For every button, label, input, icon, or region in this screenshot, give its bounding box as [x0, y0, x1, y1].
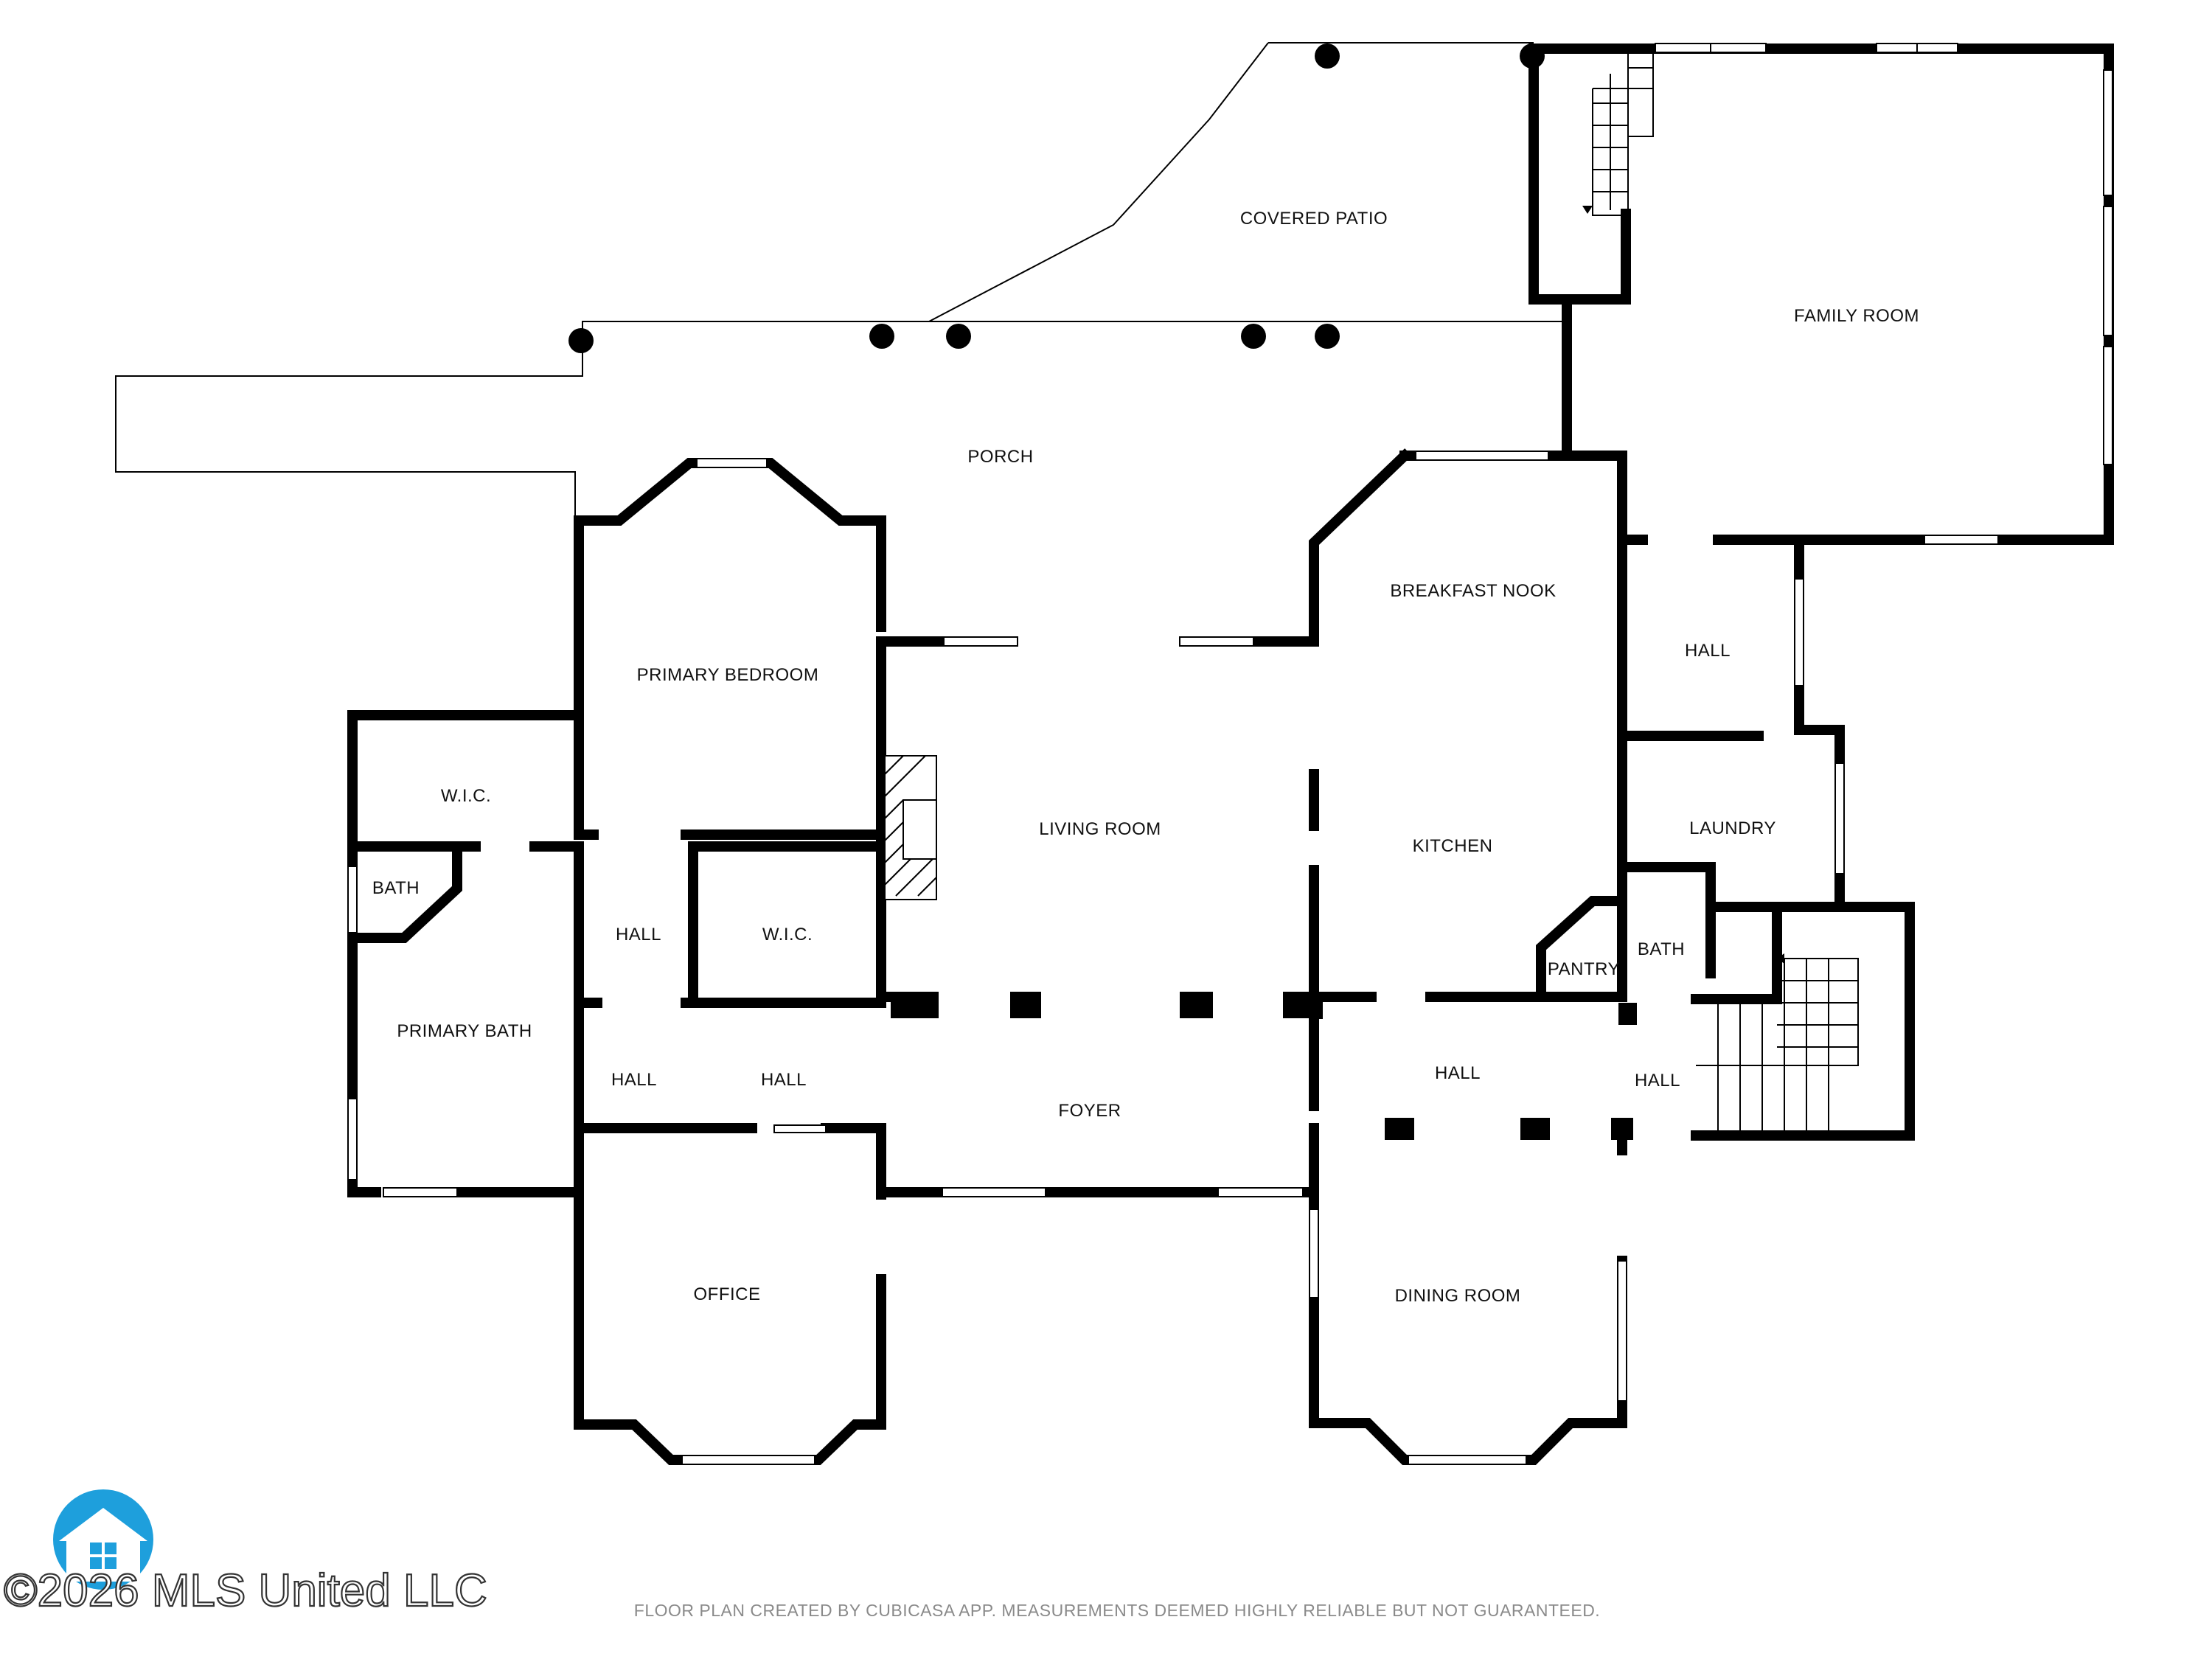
label-living-room: LIVING ROOM: [1039, 819, 1161, 839]
label-hall-lower-center: HALL: [1435, 1063, 1481, 1083]
foyer-columns: [891, 992, 1637, 1140]
room-labels: COVERED PATIO FAMILY ROOM PORCH PRIMARY …: [372, 209, 1919, 1306]
label-dining-room: DINING ROOM: [1395, 1286, 1521, 1306]
label-hall-lower-right: HALL: [1635, 1071, 1680, 1091]
label-hall-lower-b: HALL: [761, 1070, 807, 1090]
label-wic-center: W.I.C.: [762, 925, 813, 945]
label-office: OFFICE: [694, 1284, 761, 1304]
copyright-watermark: ©2026 MLS United LLC: [4, 1565, 487, 1616]
label-bath-right: BATH: [1638, 939, 1685, 959]
label-foyer: FOYER: [1058, 1101, 1121, 1121]
windows: [347, 43, 2113, 1465]
label-hall-upper-right: HALL: [1685, 641, 1731, 661]
label-wic-left: W.I.C.: [441, 786, 491, 806]
label-breakfast-nook: BREAKFAST NOOK: [1390, 581, 1556, 601]
label-porch: PORCH: [967, 447, 1033, 467]
label-primary-bath: PRIMARY BATH: [397, 1021, 532, 1041]
fireplace: [884, 755, 937, 900]
mls-logo-icon: [53, 1489, 153, 1590]
stairs-lower: [1696, 953, 1859, 1135]
label-bath-small: BATH: [372, 878, 420, 898]
label-family-room: FAMILY ROOM: [1794, 306, 1919, 326]
label-covered-patio: COVERED PATIO: [1240, 209, 1388, 229]
label-pantry: PANTRY: [1548, 959, 1620, 979]
patio-columns: [568, 44, 1545, 353]
label-laundry: LAUNDRY: [1689, 818, 1776, 838]
walls: [347, 44, 2114, 1465]
stairs-upper: [1582, 49, 1654, 216]
label-primary-bedroom: PRIMARY BEDROOM: [637, 665, 819, 685]
label-kitchen: KITCHEN: [1413, 836, 1493, 856]
label-hall-center-left: HALL: [616, 925, 661, 945]
patio-porch-outline: [115, 42, 1563, 516]
footer-note: FLOOR PLAN CREATED BY CUBICASA APP. MEAS…: [634, 1601, 1600, 1620]
label-hall-lower-a: HALL: [611, 1070, 657, 1090]
